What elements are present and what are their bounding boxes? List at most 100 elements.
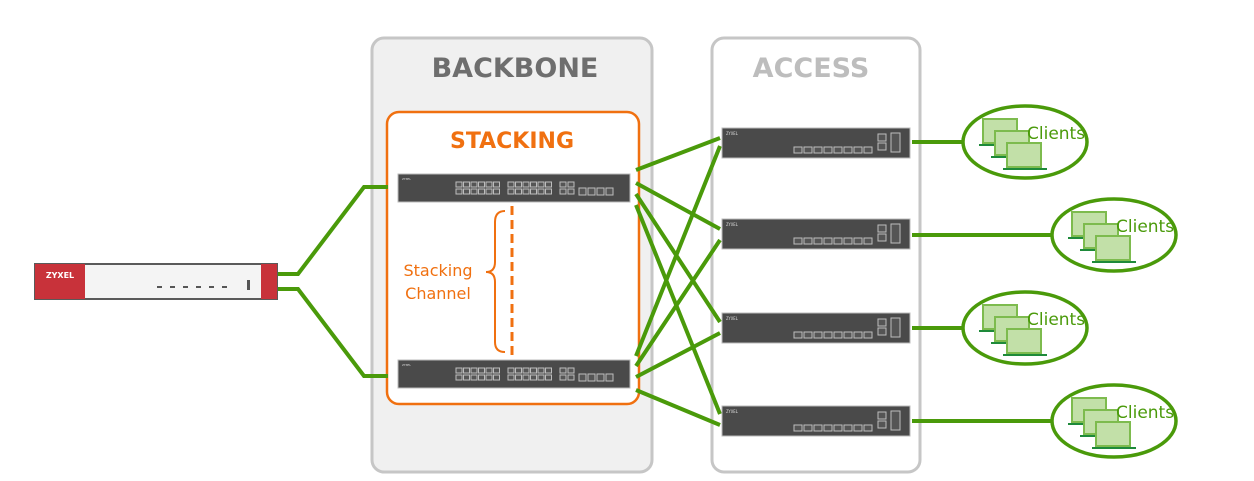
port bbox=[515, 374, 522, 381]
port bbox=[823, 424, 833, 432]
port bbox=[478, 367, 485, 374]
uplink-port bbox=[596, 373, 605, 382]
devices-layer: ZYXEL ZYXEL ZYXEL ZYXEL ZYXEL ZYXEL Clie… bbox=[397, 104, 1178, 459]
port bbox=[485, 367, 493, 374]
sfp-port bbox=[559, 181, 567, 188]
port bbox=[522, 181, 530, 188]
access-switch-1[interactable]: ZYXEL bbox=[721, 127, 911, 159]
port bbox=[537, 374, 545, 381]
port bbox=[823, 146, 833, 154]
uplink-port bbox=[890, 317, 901, 338]
access-switch-4[interactable]: ZYXEL bbox=[721, 405, 911, 437]
port bbox=[470, 374, 478, 381]
port bbox=[463, 188, 470, 195]
port bbox=[455, 188, 463, 195]
link-firewall-backbone-2 bbox=[278, 287, 388, 378]
port bbox=[843, 237, 853, 245]
switch-brand: ZYXEL bbox=[726, 222, 739, 227]
client-group-1[interactable]: Clients bbox=[961, 104, 1089, 180]
sfp-port bbox=[877, 318, 887, 327]
port bbox=[863, 237, 873, 245]
firewall-device[interactable]: ZYXEL bbox=[34, 263, 278, 300]
port bbox=[545, 367, 552, 374]
link-bb1-acc4 bbox=[634, 204, 722, 415]
switch-ports bbox=[793, 317, 901, 339]
uplink-port bbox=[890, 132, 901, 153]
port bbox=[853, 424, 863, 432]
port bbox=[478, 181, 485, 188]
laptop-stack-icon bbox=[979, 118, 1047, 170]
port bbox=[485, 374, 493, 381]
client-group-2[interactable]: Clients bbox=[1050, 197, 1178, 273]
client-group-4[interactable]: Clients bbox=[1050, 383, 1178, 459]
backbone-switch-1[interactable]: ZYXEL bbox=[397, 173, 631, 203]
client-label: Clients bbox=[1027, 124, 1085, 144]
port bbox=[463, 181, 470, 188]
port bbox=[522, 188, 530, 195]
access-switch-2[interactable]: ZYXEL bbox=[721, 218, 911, 250]
port bbox=[478, 188, 485, 195]
firewall-red-panel-right bbox=[261, 264, 277, 299]
backbone-switch-2[interactable]: ZYXEL bbox=[397, 359, 631, 389]
port bbox=[793, 146, 803, 154]
access-switch-3[interactable]: ZYXEL bbox=[721, 312, 911, 344]
port bbox=[793, 424, 803, 432]
port bbox=[793, 237, 803, 245]
port bbox=[493, 367, 500, 374]
port bbox=[803, 424, 813, 432]
switch-ports bbox=[793, 223, 901, 245]
port bbox=[803, 331, 813, 339]
port bbox=[863, 424, 873, 432]
port bbox=[803, 146, 813, 154]
client-links bbox=[912, 140, 1052, 423]
uplink-port bbox=[605, 373, 614, 382]
switch-brand: ZYXEL bbox=[726, 131, 739, 136]
port bbox=[853, 146, 863, 154]
port bbox=[537, 367, 545, 374]
port bbox=[470, 367, 478, 374]
port bbox=[522, 374, 530, 381]
client-label: Clients bbox=[1027, 310, 1085, 330]
client-label: Clients bbox=[1116, 217, 1174, 237]
port bbox=[530, 367, 537, 374]
port bbox=[507, 374, 515, 381]
port bbox=[493, 374, 500, 381]
sfp-port bbox=[567, 181, 575, 188]
port bbox=[455, 367, 463, 374]
uplink-port bbox=[578, 187, 587, 196]
port bbox=[493, 181, 500, 188]
port bbox=[833, 424, 843, 432]
switch-ports bbox=[455, 367, 614, 382]
port bbox=[515, 188, 522, 195]
port bbox=[463, 367, 470, 374]
sfp-port bbox=[877, 142, 887, 151]
port bbox=[507, 188, 515, 195]
client-group-3[interactable]: Clients bbox=[961, 290, 1089, 366]
port bbox=[478, 374, 485, 381]
port bbox=[833, 237, 843, 245]
uplink-port bbox=[596, 187, 605, 196]
stacking-channel-label-line2: Channel bbox=[405, 284, 471, 303]
link-firewall-backbone-1 bbox=[278, 185, 388, 276]
stacking-channel-label-line1: Stacking bbox=[403, 261, 472, 280]
port bbox=[537, 181, 545, 188]
sfp-port bbox=[877, 224, 887, 233]
uplink-port bbox=[587, 187, 596, 196]
sfp-port bbox=[877, 327, 887, 336]
uplinks bbox=[278, 185, 388, 378]
switch-ports bbox=[455, 181, 614, 196]
uplink-port bbox=[605, 187, 614, 196]
port bbox=[863, 146, 873, 154]
port bbox=[522, 367, 530, 374]
link-bb2-acc4 bbox=[635, 388, 721, 427]
port bbox=[545, 181, 552, 188]
link-bb2-acc2 bbox=[634, 238, 722, 368]
port bbox=[530, 181, 537, 188]
port bbox=[515, 367, 522, 374]
port bbox=[843, 331, 853, 339]
uplink-port bbox=[890, 223, 901, 244]
port bbox=[863, 331, 873, 339]
port bbox=[545, 374, 552, 381]
switch-brand: ZYXEL bbox=[402, 363, 411, 367]
